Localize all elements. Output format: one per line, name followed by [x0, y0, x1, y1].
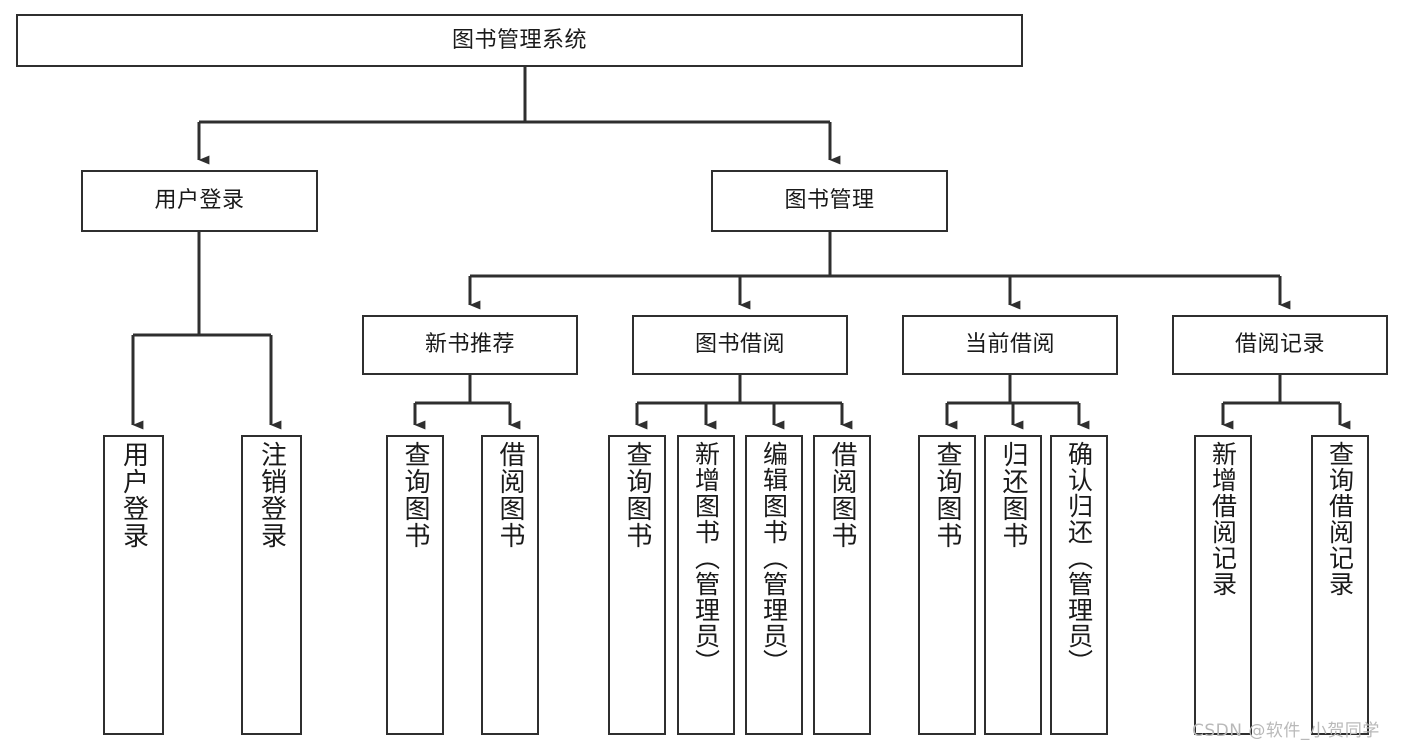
leaf-borrow-book-recommend[interactable]: 借阅图书 — [481, 435, 539, 735]
node-label: 当前借阅 — [964, 332, 1055, 358]
leaf-logout[interactable]: 注销登录 — [241, 435, 302, 735]
node-root-book-management-system[interactable]: 图书管理系统 — [16, 14, 1023, 67]
node-book-borrowing[interactable]: 图书借阅 — [632, 315, 848, 375]
leaf-return-book[interactable]: 归还图书 — [984, 435, 1042, 735]
leaf-query-borrow-record[interactable]: 查询借阅记录 — [1311, 435, 1369, 735]
leaf-add-borrow-record[interactable]: 新增借阅记录 — [1194, 435, 1252, 735]
leaf-query-book-current[interactable]: 查询图书 — [918, 435, 976, 735]
node-label: 图书管理系统 — [451, 27, 587, 53]
node-label: 归还图书 — [998, 441, 1028, 549]
node-new-book-recommendation[interactable]: 新书推荐 — [362, 315, 578, 375]
node-user-login[interactable]: 用户登录 — [81, 170, 318, 232]
leaf-confirm-return-admin[interactable]: 确认归还（管理员） — [1050, 435, 1108, 735]
csdn-watermark: CSDN @软件_小贺同学 — [1192, 721, 1380, 741]
node-label: 用户登录 — [118, 441, 149, 549]
leaf-borrow-book[interactable]: 借阅图书 — [813, 435, 871, 735]
node-label: 图书管理 — [784, 188, 875, 214]
node-label: 图书借阅 — [694, 332, 785, 358]
node-label: 注销登录 — [256, 441, 287, 549]
node-book-management[interactable]: 图书管理 — [711, 170, 948, 232]
node-label: 查询图书 — [932, 441, 962, 549]
node-label: 借阅图书 — [827, 441, 857, 549]
leaf-query-book-recommend[interactable]: 查询图书 — [386, 435, 444, 735]
node-borrowing-record[interactable]: 借阅记录 — [1172, 315, 1388, 375]
node-label: 借阅图书 — [495, 441, 525, 549]
node-label: 借阅记录 — [1234, 332, 1325, 358]
leaf-add-book-admin[interactable]: 新增图书（管理员） — [677, 435, 735, 735]
node-label: 新书推荐 — [424, 332, 515, 358]
leaf-user-login[interactable]: 用户登录 — [103, 435, 164, 735]
leaf-edit-book-admin[interactable]: 编辑图书（管理员） — [745, 435, 803, 735]
node-label: 新增图书（管理员） — [691, 441, 721, 675]
node-current-borrowing[interactable]: 当前借阅 — [902, 315, 1118, 375]
node-label: 新增借阅记录 — [1208, 441, 1238, 597]
node-label: 确认归还（管理员） — [1064, 441, 1094, 675]
node-label: 查询图书 — [400, 441, 430, 549]
node-label: 查询借阅记录 — [1325, 441, 1355, 597]
leaf-query-book-borrow[interactable]: 查询图书 — [608, 435, 666, 735]
node-label: 查询图书 — [622, 441, 652, 549]
node-label: 用户登录 — [154, 188, 245, 214]
node-label: 编辑图书（管理员） — [759, 441, 789, 675]
